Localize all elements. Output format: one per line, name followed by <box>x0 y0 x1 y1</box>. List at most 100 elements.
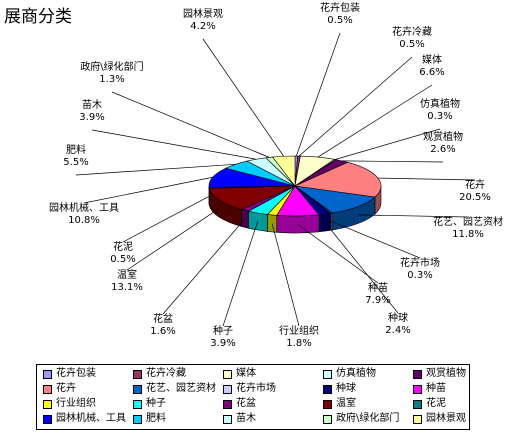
leader-line-13 <box>126 208 220 271</box>
slice-name-label: 花卉冷藏 <box>392 25 432 38</box>
slice-name-label: 花卉包装 <box>320 1 360 14</box>
legend-label: 温室 <box>336 398 356 409</box>
slice-value-label: 0.5% <box>399 39 424 50</box>
pie-slice-19 <box>271 155 296 187</box>
leader-line-18 <box>111 91 270 158</box>
slice-name-label: 种苗 <box>368 281 388 294</box>
legend-swatch <box>223 385 232 394</box>
pie-slice-5 <box>293 161 382 198</box>
legend-label: 种子 <box>146 398 166 409</box>
leader-line-8 <box>324 222 399 314</box>
legend-swatch <box>413 385 422 394</box>
slice-value-label: 3.9% <box>210 338 235 349</box>
legend-swatch <box>43 370 52 379</box>
legend-swatch <box>323 400 332 409</box>
leader-line-6 <box>358 214 469 218</box>
slice-value-label: 2.4% <box>385 325 410 336</box>
legend-swatch <box>133 385 142 394</box>
legend-swatch <box>323 385 332 394</box>
pie-tops <box>208 155 382 217</box>
legend-swatch <box>133 400 142 409</box>
pie-side-9 <box>276 214 320 234</box>
pie-labels: 花卉包装0.5%花卉冷藏0.5%媒体6.6%仿真植物0.3%观赏植物2.6%花卉… <box>49 1 503 349</box>
slice-value-label: 0.5% <box>110 254 135 265</box>
slice-name-label: 花卉市场 <box>400 256 440 269</box>
leader-line-0 <box>296 32 341 157</box>
slice-name-label: 媒体 <box>422 54 442 66</box>
slice-value-label: 4.2% <box>190 21 215 32</box>
slice-name-label: 仿真植物 <box>420 97 460 110</box>
pie-side-10 <box>267 214 278 233</box>
leader-line-4 <box>341 160 444 163</box>
legend-label: 花卉包装 <box>56 368 96 379</box>
slice-value-label: 11.8% <box>452 229 484 240</box>
slice-value-label: 0.3% <box>407 270 432 281</box>
leader-line-5 <box>377 177 476 181</box>
legend-swatch <box>413 415 422 424</box>
legend-swatch <box>323 415 332 424</box>
slice-name-label: 园林景观 <box>183 7 223 20</box>
legend-label: 种苗 <box>426 383 446 394</box>
legend-label: 花艺、园艺资材 <box>146 383 216 394</box>
legend-label: 仿真植物 <box>336 368 376 379</box>
leader-line-15 <box>83 176 213 204</box>
pie-chart: 花卉包装0.5%花卉冷藏0.5%媒体6.6%仿真植物0.3%观赏植物2.6%花卉… <box>49 1 503 349</box>
legend-swatch <box>323 370 332 379</box>
legend-swatch <box>223 370 232 379</box>
legend-swatch <box>223 400 232 409</box>
legend-label: 花盆 <box>236 398 256 409</box>
legend-swatch <box>43 400 52 409</box>
slice-name-label: 花艺、园艺资材 <box>433 215 503 228</box>
leader-line-12 <box>162 218 246 315</box>
leader-line-19 <box>202 38 284 157</box>
slice-value-label: 20.5% <box>459 192 491 203</box>
slice-name-label: 肥料 <box>66 143 86 156</box>
slice-name-label: 观赏植物 <box>423 130 463 143</box>
pie-side-8 <box>318 212 332 233</box>
legend-label: 行业组织 <box>56 398 96 409</box>
legend-label: 种球 <box>336 383 356 394</box>
chart-title: 展商分类 <box>4 7 72 27</box>
legend-label: 媒体 <box>236 368 256 379</box>
pie-slice-6 <box>294 185 376 214</box>
leader-line-11 <box>222 221 258 327</box>
pie-slice-13 <box>208 185 296 210</box>
legend-swatch <box>43 385 52 394</box>
slice-name-label: 温室 <box>117 268 137 281</box>
leader-line-10 <box>271 223 300 327</box>
legend-label: 肥料 <box>146 413 166 424</box>
legend-swatch <box>43 415 52 424</box>
leader-line-2 <box>317 84 433 158</box>
slice-value-label: 1.3% <box>99 74 124 85</box>
legend-swatch <box>133 370 142 379</box>
leader-line-7 <box>331 221 421 259</box>
legend-label: 花卉冷藏 <box>146 368 186 379</box>
legend-swatch <box>413 400 422 409</box>
legend-label: 花泥 <box>426 398 446 409</box>
slice-name-label: 政府\绿化部门 <box>80 60 143 73</box>
slice-value-label: 1.6% <box>150 326 175 337</box>
slice-name-label: 行业组织 <box>279 324 319 337</box>
legend-label: 园林机械、工具 <box>56 413 126 424</box>
legend-swatch <box>133 415 142 424</box>
legend-label: 花卉 <box>56 383 76 394</box>
slice-name-label: 种子 <box>213 324 233 337</box>
slice-name-label: 园林机械、工具 <box>49 201 119 214</box>
legend-label: 政府\绿化部门 <box>336 413 400 424</box>
legend-label: 花卉市场 <box>236 383 276 394</box>
slice-value-label: 0.3% <box>427 111 452 122</box>
leader-line-1 <box>298 56 413 157</box>
slice-value-label: 0.5% <box>327 15 352 26</box>
slice-name-label: 苗木 <box>82 99 102 111</box>
legend-swatch <box>223 415 232 424</box>
chart-legend: 花卉包装花卉冷藏媒体仿真植物观赏植物花卉花艺、园艺资材花卉市场种球种苗行业组织种… <box>36 364 470 430</box>
slice-value-label: 2.6% <box>430 144 455 155</box>
slice-value-label: 1.8% <box>286 338 311 349</box>
slice-name-label: 花泥 <box>113 240 133 253</box>
leader-line-3 <box>335 128 441 160</box>
slice-value-label: 10.8% <box>68 215 100 226</box>
slice-name-label: 花卉 <box>465 178 485 191</box>
slice-value-label: 5.5% <box>63 157 88 168</box>
leader-line-14 <box>122 195 210 243</box>
legend-label: 园林景观 <box>426 413 466 424</box>
